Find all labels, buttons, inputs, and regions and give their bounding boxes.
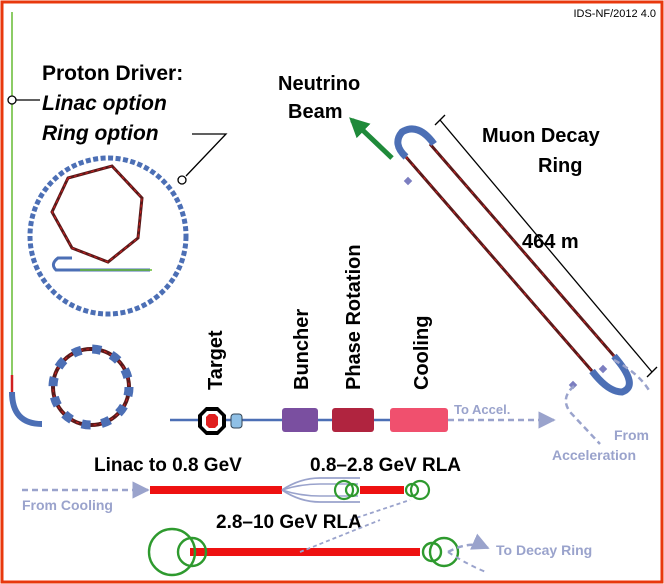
buncher-block (282, 408, 318, 432)
neutrino-label: Neutrino (278, 73, 360, 95)
proton-driver-title: Proton Driver: (42, 62, 183, 85)
id-tag: IDS-NF/2012 4.0 (573, 8, 656, 20)
linac-option-label: Linac option (42, 92, 167, 115)
acceleration-label: Acceleration (552, 447, 636, 463)
rla2-label: 2.8–10 GeV RLA (216, 512, 362, 533)
buncher-label: Buncher (291, 309, 313, 390)
proton-linac (7, 12, 43, 427)
decay-ring-feed (447, 551, 487, 573)
from-cooling-label: From Cooling (22, 497, 113, 513)
phase-rotation-block (332, 408, 374, 432)
ring-option-label: Ring option (42, 122, 159, 145)
beam-label: Beam (288, 101, 342, 123)
muon-decay-label: Muon Decay (482, 125, 601, 147)
proton-ring (27, 155, 189, 317)
rla1-label: 0.8–2.8 GeV RLA (310, 455, 461, 476)
ring-option-leader (185, 133, 228, 177)
cooling-block (390, 408, 448, 432)
phase-rotation-label: Phase Rotation (343, 244, 365, 390)
decay-ring-length-dimension (434, 114, 658, 378)
decay-ring-injection-2 (613, 358, 652, 393)
decay-ring-injection (564, 385, 601, 445)
rla2-injection (299, 519, 381, 553)
ring-option-marker (177, 175, 187, 185)
to-decay-ring-label: To Decay Ring (496, 542, 592, 558)
neutrino-beam-arrow (349, 117, 394, 160)
to-decay-ring-line (447, 533, 490, 554)
rla1-extraction (349, 499, 411, 521)
ring-label: Ring (538, 155, 582, 177)
from-label: From (614, 427, 649, 443)
linac-option-marker (7, 95, 17, 105)
rla2-return-arcs (147, 527, 460, 577)
decay-ring-length-label: 464 m (522, 231, 579, 253)
target-label: Target (205, 330, 227, 390)
cooling-label: Cooling (411, 316, 433, 390)
muon-decay-ring (394, 125, 633, 396)
compressor-ring (48, 344, 134, 430)
rla1-chicane (281, 477, 360, 503)
target (198, 407, 243, 435)
rla1-return-arcs (333, 479, 431, 501)
linac-label: Linac to 0.8 GeV (94, 455, 242, 476)
to-accel-label: To Accel. (454, 402, 510, 417)
